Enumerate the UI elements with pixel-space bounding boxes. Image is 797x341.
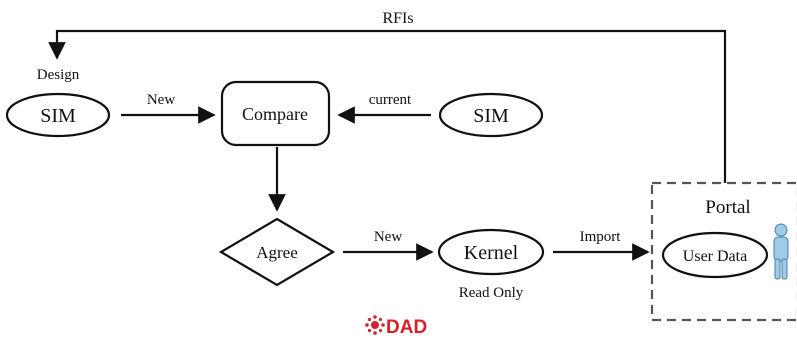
kernel-node[interactable] [437, 228, 545, 276]
user-data-label: User Data [683, 248, 747, 265]
compare-label: Compare [242, 104, 308, 124]
design-caption: Design [37, 67, 80, 83]
kernel-label: Kernel [464, 242, 519, 264]
current-label: current [369, 92, 412, 108]
portal-title: Portal [705, 197, 750, 218]
dad-logo-text: DAD [386, 317, 427, 338]
dad-logo: DAD [365, 315, 427, 338]
agree-new-label: New [374, 229, 402, 245]
user-data-node[interactable] [661, 231, 769, 279]
kernel-caption: Read Only [459, 285, 524, 301]
current-sim-label: SIM [473, 105, 509, 127]
design-sim-label: SIM [40, 105, 76, 127]
user-person-icon [773, 223, 789, 280]
current-sim-node[interactable] [438, 92, 544, 138]
design-sim-node[interactable] [5, 92, 111, 138]
rfis-feedback-arrow [48, 29, 727, 183]
import-label: Import [580, 229, 622, 245]
dad-logo-burst-icon [365, 315, 385, 335]
compare-node[interactable] [220, 80, 331, 147]
design-new-label: New [147, 92, 175, 108]
agree-node[interactable] [218, 217, 336, 287]
rfis-label: RFIs [382, 10, 413, 27]
agree-label: Agree [256, 243, 298, 262]
